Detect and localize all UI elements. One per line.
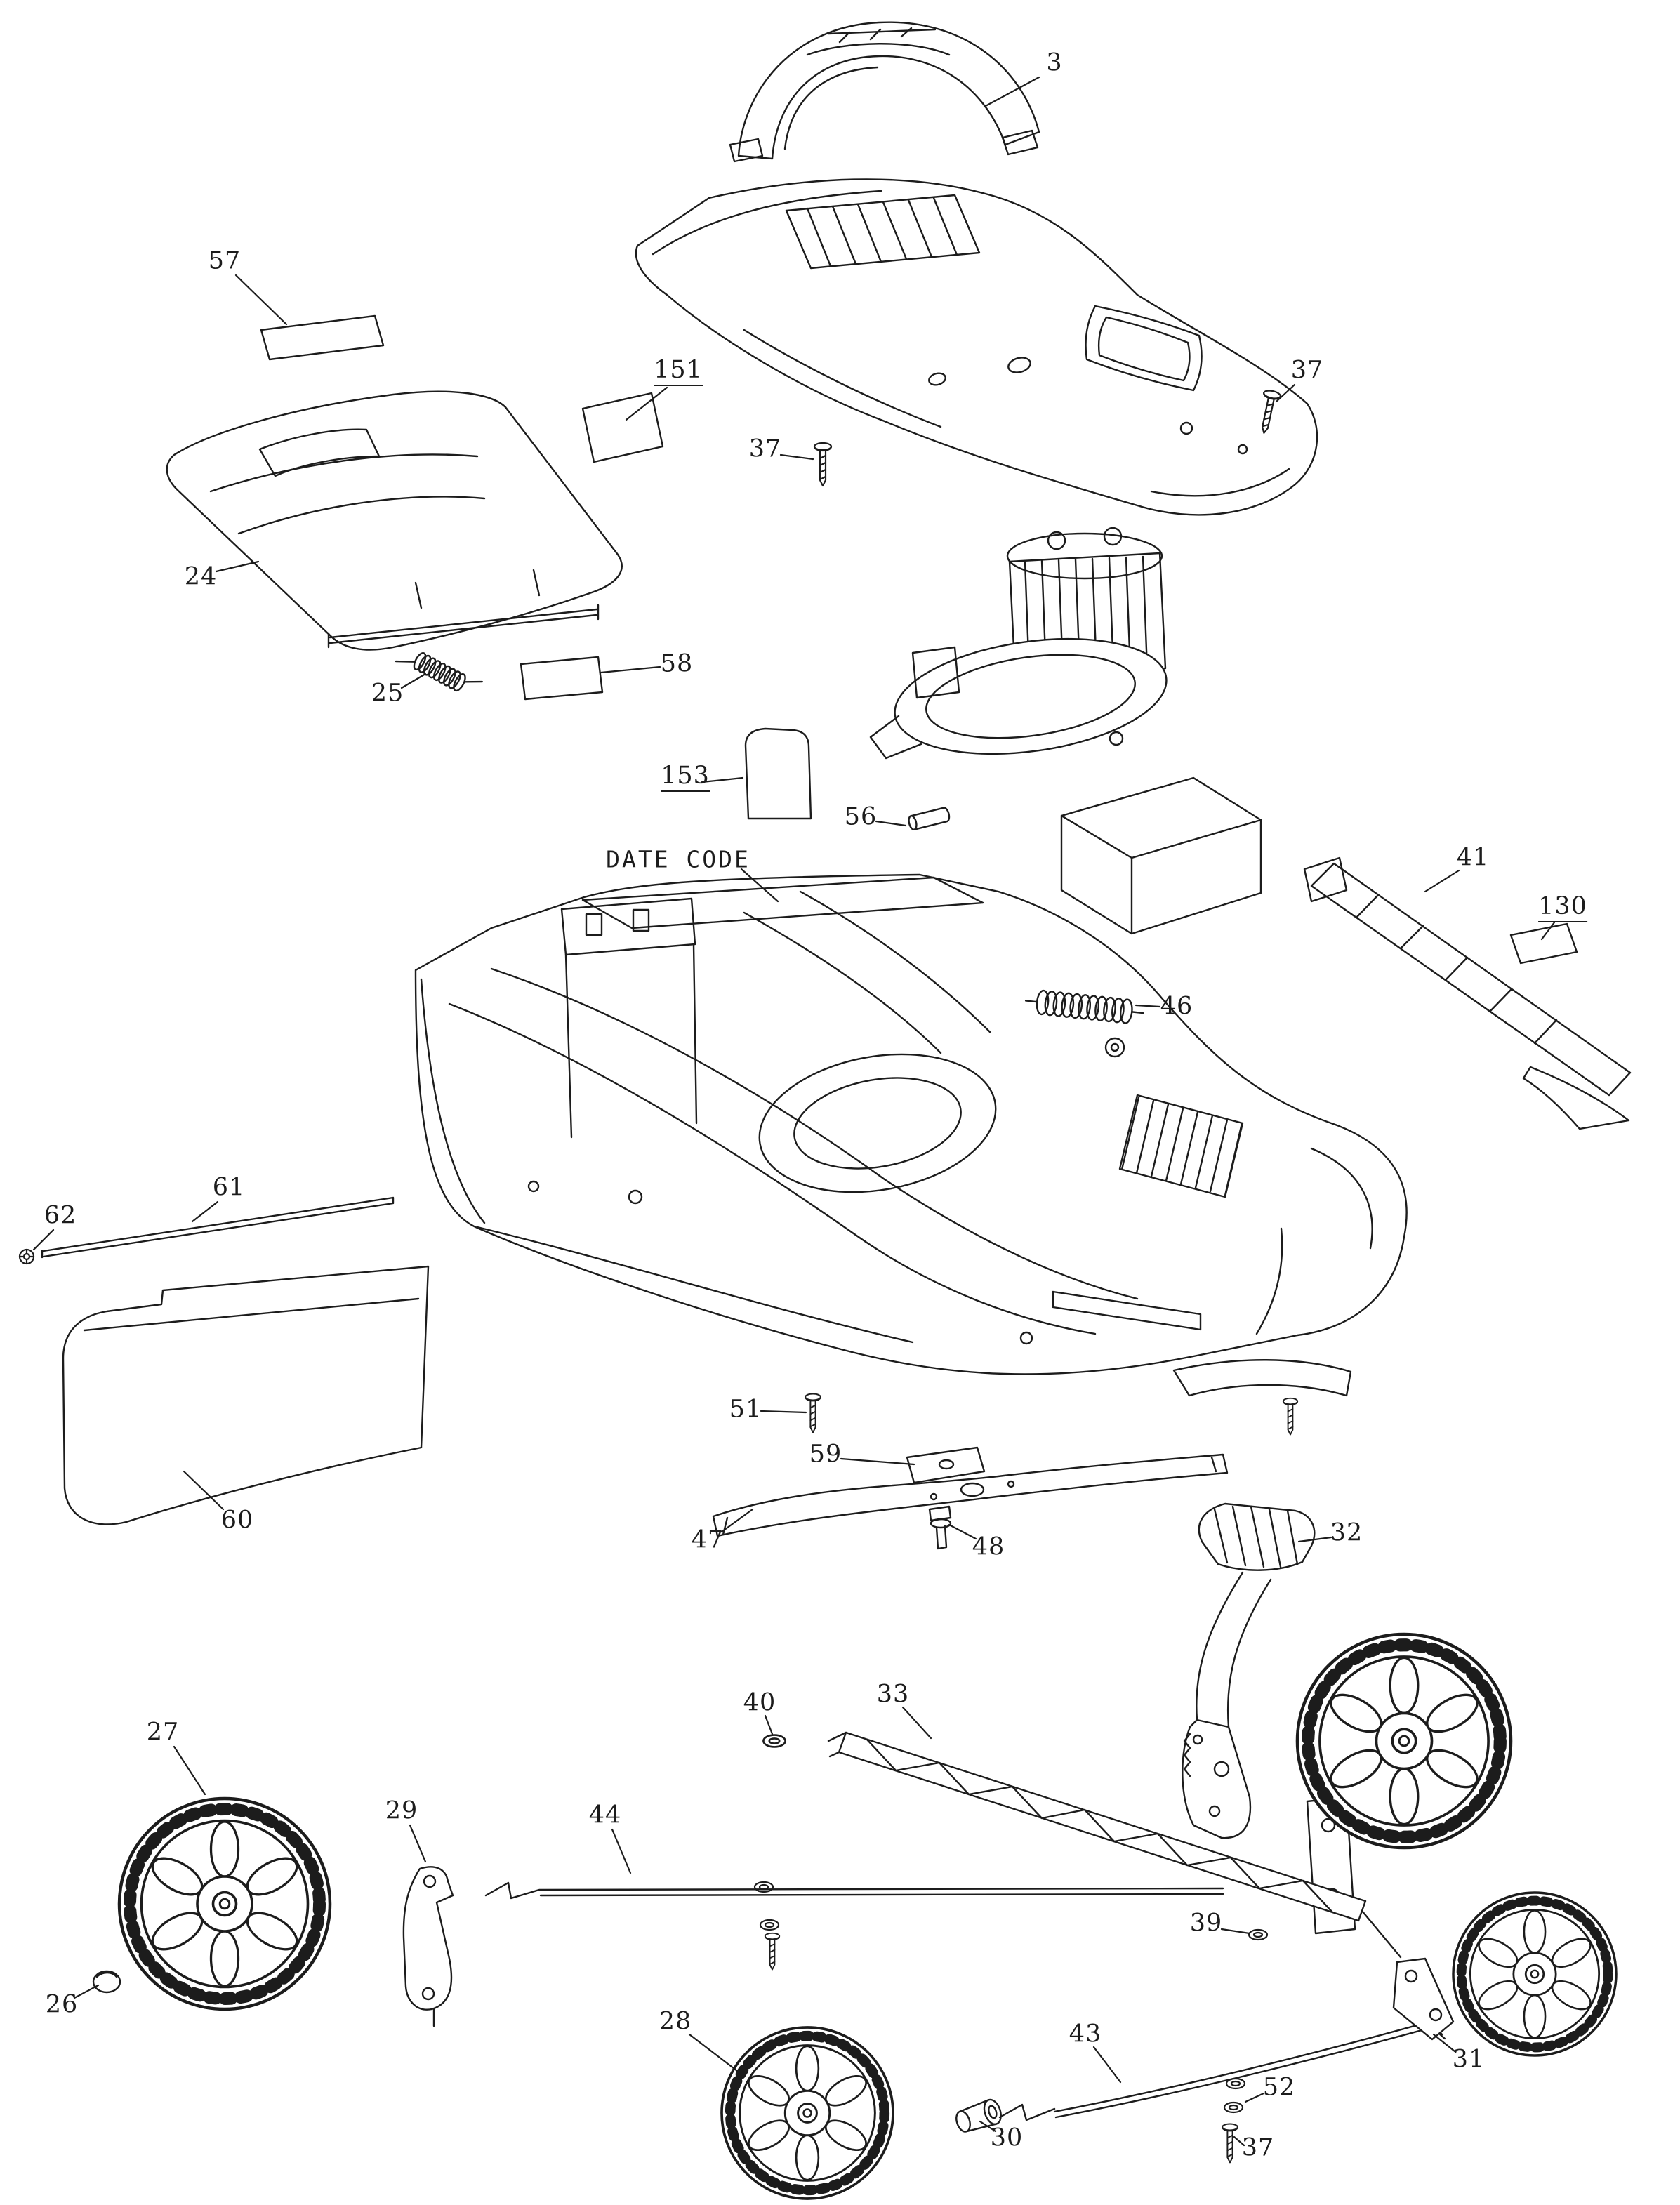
- screw-37-bottom: [1222, 2123, 1238, 2164]
- part-grommet: [1104, 1037, 1125, 1058]
- part-blade-47: [712, 1453, 1229, 1537]
- leader-line-130: [1540, 921, 1556, 941]
- leader-line-37: [1233, 2136, 1245, 2147]
- leader-line-27: [173, 1745, 206, 1796]
- leader-line-62: [32, 1229, 55, 1251]
- leader-line-29: [409, 1824, 427, 1863]
- part-front-wheel-27: [119, 1799, 330, 2009]
- part-spring-25: [395, 651, 483, 692]
- part-label-57: [260, 314, 385, 361]
- washer-40: [762, 1734, 787, 1748]
- washer-below-axle: [759, 1919, 780, 1931]
- leader-line-30: [979, 2120, 997, 2133]
- part-axle-44: [484, 1881, 1224, 1900]
- leader-line-47: [720, 1508, 754, 1533]
- washer-52b: [1223, 2101, 1244, 2114]
- washer-52a: [1225, 2077, 1246, 2090]
- leader-line-61: [191, 1200, 219, 1223]
- part-main-deck: [414, 873, 1408, 1375]
- leader-line-31: [1432, 2033, 1456, 2053]
- leader-line-44: [611, 1828, 632, 1874]
- leader-line-28: [688, 2033, 739, 2072]
- leader-line-56: [875, 820, 907, 827]
- leader-line-39: [1220, 1928, 1251, 1935]
- part-ferrule-30: [955, 2098, 1002, 2133]
- part-wheel-28: [722, 2027, 893, 2199]
- leader-line-58: [600, 666, 661, 674]
- leader-line-3: [983, 76, 1040, 108]
- leader-line-51: [760, 1410, 807, 1414]
- part-bolt-48: [928, 1505, 952, 1550]
- part-axle-43: [998, 2020, 1446, 2121]
- leader-line-60: [183, 1470, 225, 1511]
- part-trail-shield-60: [62, 1265, 430, 1525]
- part-label-153: [744, 727, 812, 820]
- part-rear-skirt: [1172, 1359, 1352, 1397]
- part-motor-assembly: [869, 527, 1168, 760]
- part-spring-46: [1024, 989, 1144, 1024]
- washer-39: [1248, 1928, 1269, 1941]
- part-bracket-59: [906, 1446, 986, 1484]
- screw-51: [805, 1393, 821, 1433]
- leader-line-48: [948, 1523, 977, 1540]
- screw-37-mid: [813, 442, 833, 487]
- part-rear-wheel-small: [1453, 1893, 1616, 2055]
- leader-line-57: [234, 274, 288, 326]
- leader-line-41: [1424, 869, 1460, 893]
- washer-axle-44: [753, 1881, 774, 1893]
- leader-line-33: [901, 1706, 932, 1740]
- part-battery-box: [1060, 776, 1262, 935]
- part-chute-41: [1303, 856, 1632, 1130]
- part-label-58: [520, 656, 604, 701]
- screw-below-axle: [764, 1932, 781, 1971]
- leader-line-26: [73, 1984, 100, 1999]
- leader-line-46: [1135, 1004, 1161, 1008]
- leader-line-37: [1275, 383, 1296, 403]
- part-upper-cover-assembly: [635, 178, 1318, 516]
- leader-line-24: [215, 560, 260, 573]
- leader-line-date-code: [740, 868, 779, 903]
- part-rod-61: [41, 1196, 395, 1259]
- leader-line-153: [701, 776, 744, 783]
- leader-line-52: [1244, 2092, 1265, 2103]
- leader-line-25: [400, 673, 427, 689]
- part-pin-56: [908, 807, 951, 830]
- screw-rear-skirt: [1282, 1397, 1299, 1436]
- leader-lines: [32, 76, 1556, 2147]
- leader-line-43: [1092, 2046, 1122, 2084]
- part-hubcap-26: [92, 1970, 121, 1994]
- part-adjuster-truss-33: [827, 1731, 1402, 1959]
- part-bracket-31: [1392, 1957, 1455, 2041]
- part-label-130: [1509, 922, 1578, 965]
- screw-37-top-right: [1255, 388, 1282, 436]
- leader-line-37: [779, 453, 814, 461]
- part-pushnut-62: [18, 1248, 35, 1265]
- part-label-151: [581, 392, 664, 463]
- leader-line-151: [625, 386, 668, 421]
- leader-line-32: [1297, 1536, 1332, 1543]
- part-rear-cover-24: [166, 390, 623, 651]
- part-carry-handle: [729, 21, 1040, 163]
- part-bracket-29: [402, 1866, 454, 2027]
- leader-line-59: [840, 1457, 915, 1466]
- leader-line-40: [764, 1714, 774, 1735]
- part-rear-wheel-large: [1297, 1634, 1511, 1848]
